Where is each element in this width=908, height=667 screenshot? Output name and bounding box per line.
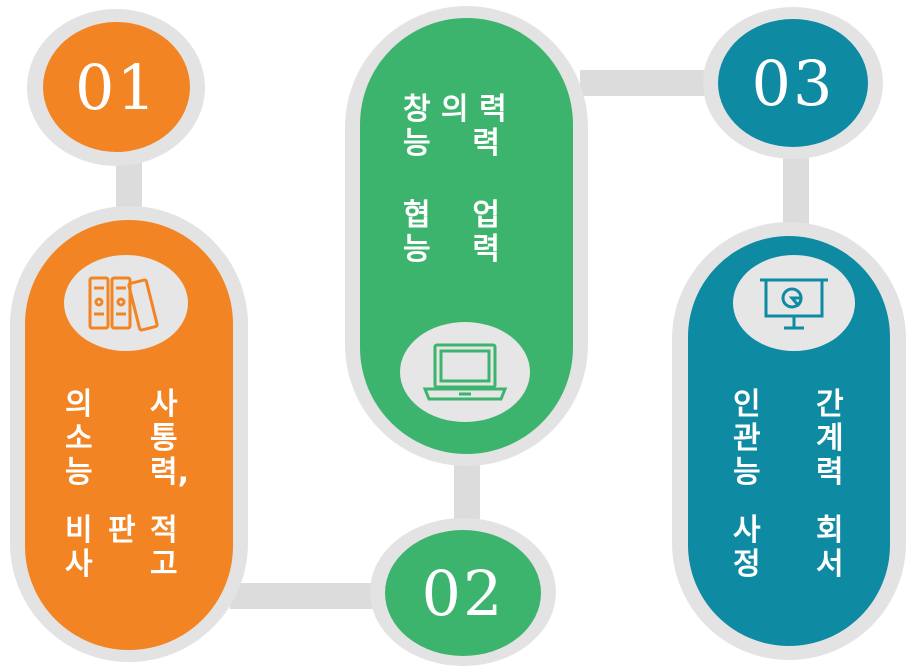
teal-text-col4: 회 서 [816,513,844,582]
connector-green-to-03 [580,70,720,96]
green-icon-disc [400,322,530,422]
orange-text-col5: 적 고 [150,513,178,582]
step-01-number: 01 [75,50,158,124]
step-03-number: 03 [751,46,835,120]
step-02-badge: 02 [385,530,541,656]
teal-icon-disc [733,255,855,351]
orange-text-col1: 의 소 능 [65,387,93,490]
step-01-badge: 01 [43,22,190,152]
connector-card-to-02 [230,583,390,609]
step-02-number: 02 [421,556,505,630]
step-03-badge: 03 [718,19,868,147]
teal-text-col3: 사 정 [733,513,761,582]
green-text-row3: 협 업 [403,198,500,233]
teal-text-col2: 간 계 력 [816,387,844,490]
green-text-row2: 능 력 [403,126,500,161]
laptop-icon [422,343,508,401]
green-text-row1: 창 의 력 [403,92,507,127]
orange-text-col3: 비 사 [65,513,93,582]
orange-text-col2: 사 통 력, [150,387,189,490]
green-text-row4: 능 력 [403,232,500,267]
orange-icon-disc [64,255,188,351]
presentation-board-icon [760,278,828,330]
binders-icon [88,276,159,332]
teal-text-col1: 인 관 능 [733,387,761,490]
orange-text-col4: 판 [108,513,136,548]
